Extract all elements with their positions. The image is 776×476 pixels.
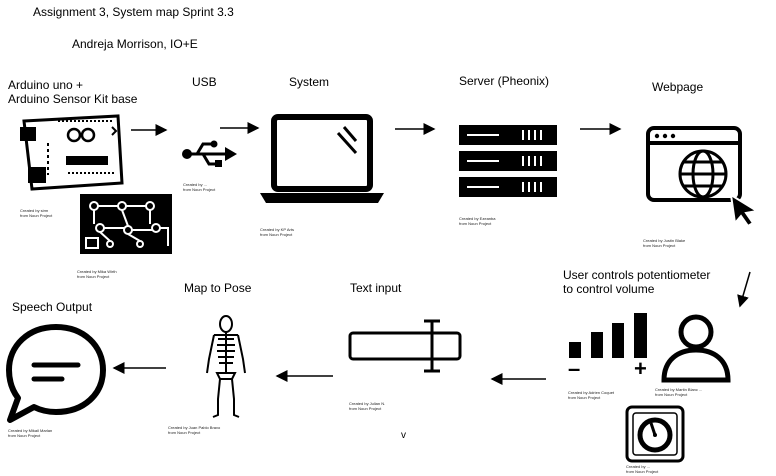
text-input-field-icon [348, 319, 462, 373]
pcb-credit: Created by Mika Wirth from Noun Project [77, 269, 117, 279]
user-controls-label: User controls potentiometer to control v… [563, 268, 711, 296]
skeleton-pose-icon [206, 315, 246, 418]
server-icon [459, 125, 557, 197]
stray-note: v [401, 430, 406, 441]
user-credit: Created by Martin Blanc ... from Noun Pr… [655, 387, 703, 397]
sensor-kit-pcb-icon [80, 194, 172, 254]
arrow-webpage-controls [737, 271, 751, 308]
webpage-credit: Created by Justin Blake from Noun Projec… [643, 238, 686, 248]
potentiometer-credit: Created by ... from Noun Project [626, 464, 659, 474]
author-line: Andreja Morrison, IO+E [72, 37, 198, 51]
volume-minus-sign: – [568, 356, 581, 381]
volume-bars-icon [569, 313, 647, 358]
usb-icon [182, 140, 237, 167]
volume-plus-sign: + [634, 356, 647, 381]
server-credit: Created by Ezeanba from Noun Project [459, 216, 496, 226]
usb-credit: Created by ... from Noun Project [183, 182, 216, 192]
volume-credit: Created by Adrien Coquet from Noun Proje… [568, 390, 615, 400]
user-icon [661, 314, 731, 383]
speech-credit: Created by Mikail Marlan from Noun Proje… [8, 428, 53, 438]
potentiometer-knob-icon [625, 405, 685, 463]
text-input-credit: Created by Julian N. from Noun Project [349, 401, 386, 411]
map-to-pose-label: Map to Pose [184, 281, 252, 295]
text-input-label: Text input [350, 281, 402, 295]
arduino-label: Arduino uno + Arduino Sensor Kit base [8, 78, 138, 106]
usb-label: USB [192, 75, 217, 89]
arduino-credit-1: Created by sirm from Noun Project [20, 208, 53, 218]
webpage-globe-icon [646, 126, 760, 228]
speech-output-label: Speech Output [12, 300, 93, 314]
webpage-label: Webpage [652, 80, 704, 94]
diagram-title: Assignment 3, System map Sprint 3.3 [33, 5, 234, 19]
server-label: Server (Pheonix) [459, 74, 550, 88]
system-label: System [289, 75, 330, 89]
pose-credit: Created by Juan Pablo Bravo from Noun Pr… [168, 425, 221, 435]
arduino-board-icon [20, 114, 124, 191]
laptop-icon [260, 114, 384, 203]
speech-bubble-icon [6, 324, 106, 423]
system-credit: Created by KP Arts from Noun Project [260, 227, 294, 237]
